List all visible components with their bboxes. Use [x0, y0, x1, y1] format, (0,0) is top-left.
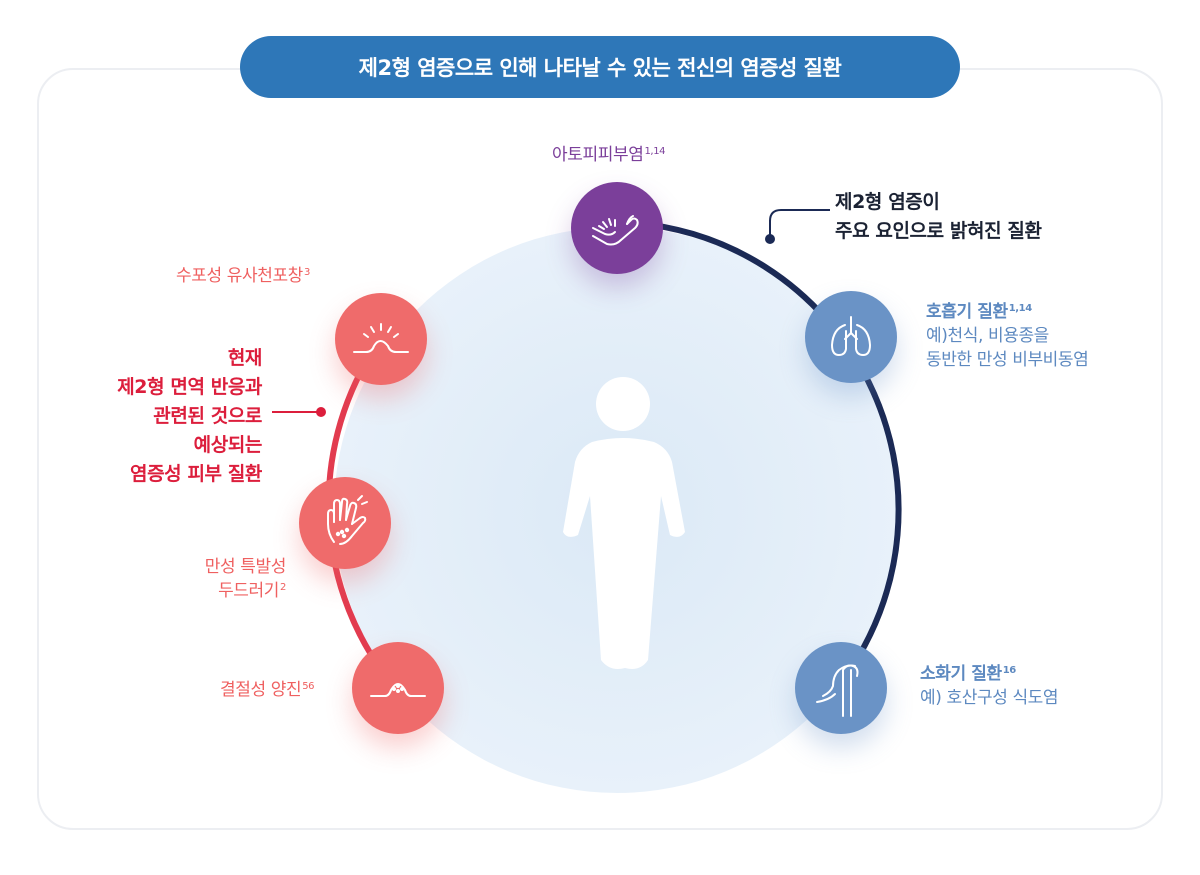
- type2-arc: [614, 219, 902, 683]
- nodular-prurigo-node: [352, 642, 444, 734]
- person-icon: [563, 377, 685, 669]
- lungs-icon: [831, 316, 871, 356]
- respiratory-node: [805, 291, 897, 383]
- bullous-pemphigoid-node: [335, 293, 427, 385]
- digestive-node: [795, 642, 887, 734]
- skin-dot: [316, 407, 326, 417]
- type2-group-heading: 제2형 염증이 주요 요인으로 밝혀진 질환: [835, 191, 1042, 242]
- nodular-prurigo-label: 결절성 양진56: [220, 680, 315, 700]
- chronic-urticaria-node: [299, 477, 391, 569]
- skin-nodule-icon: [370, 683, 426, 697]
- itchy-hand-icon: [327, 495, 368, 545]
- atopic-dermatitis-label: 아토피피부염1,14: [552, 145, 666, 165]
- digestive-label: 소화기 질환16 예) 호산구성 식도염: [920, 664, 1059, 708]
- chronic-urticaria-label: 만성 특발성 두드러기2: [204, 557, 287, 601]
- skin-group-heading: 현재 제2형 면역 반응과 관련된 것으로 예상되는 염증성 피부 질환: [117, 347, 262, 485]
- respiratory-label: 호흡기 질환1,14 예)천식, 비용종을 동반한 만성 비부비동염: [926, 302, 1089, 370]
- arm-icon: [592, 215, 639, 246]
- atopic-dermatitis-node: [571, 182, 663, 274]
- blister-sun-icon: [353, 323, 409, 353]
- bullous-pemphigoid-label: 수포성 유사천포창3: [176, 266, 310, 286]
- esophagus-icon: [816, 664, 859, 717]
- page-title: 제2형 염증으로 인해 나타날 수 있는 전신의 염증성 질환: [240, 36, 960, 98]
- type2-dot: [765, 234, 775, 244]
